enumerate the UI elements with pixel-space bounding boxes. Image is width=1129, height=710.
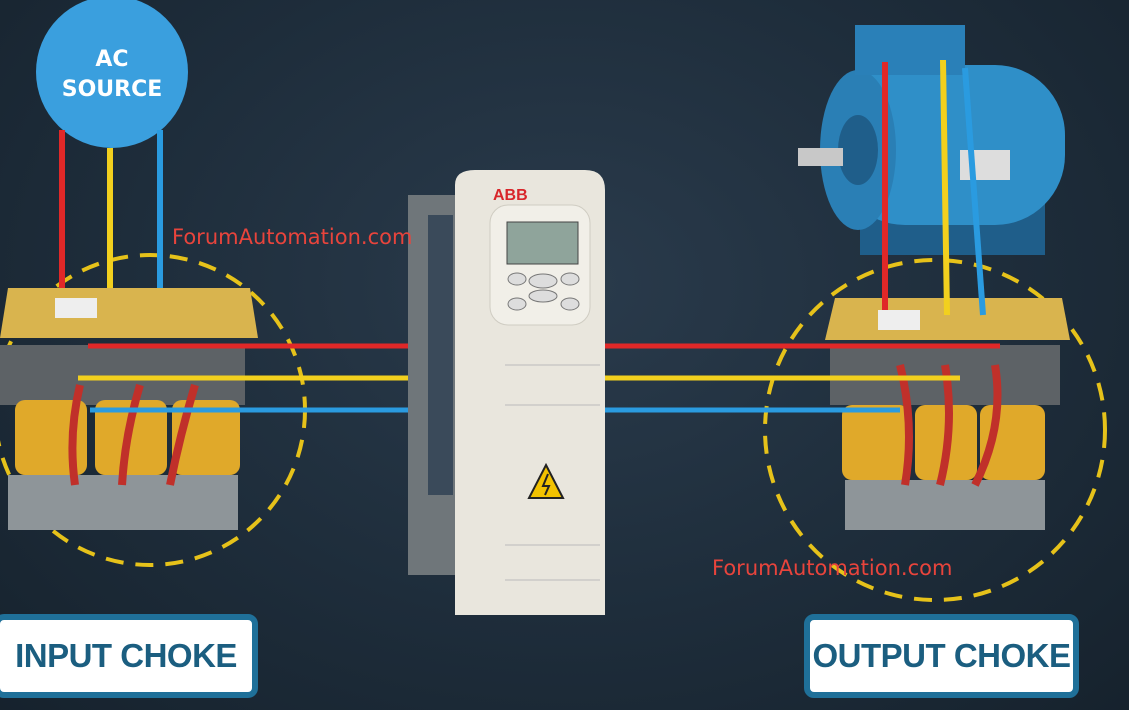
vfd-drive [408, 170, 605, 615]
watermark: ForumAutomation.com [172, 225, 413, 249]
output-choke-ring [763, 258, 1107, 602]
motor-wire-blue [962, 67, 986, 316]
drive-display [506, 221, 579, 265]
ac-source-line1: AC [95, 47, 129, 72]
warning-high-voltage-icon [527, 462, 565, 499]
watermark: ForumAutomation.com [712, 556, 953, 580]
motor [798, 25, 1065, 255]
motor-wire-yellow [940, 59, 950, 316]
output-choke-label: OUTPUT CHOKE [804, 614, 1079, 698]
keypad-button [528, 289, 558, 303]
input-choke [0, 288, 258, 530]
input-choke-label: INPUT CHOKE [0, 614, 258, 698]
ac-source-circle [36, 0, 188, 148]
keypad-button [560, 297, 580, 311]
keypad-button [507, 297, 527, 311]
keypad-button [560, 272, 580, 286]
keypad-button [507, 272, 527, 286]
output-choke [825, 298, 1070, 530]
ac-source-line2: SOURCE [61, 77, 163, 102]
ac-source-label: AC SOURCE [37, 45, 187, 105]
keypad-button [528, 273, 558, 289]
abb-logo: ABB [493, 187, 528, 204]
